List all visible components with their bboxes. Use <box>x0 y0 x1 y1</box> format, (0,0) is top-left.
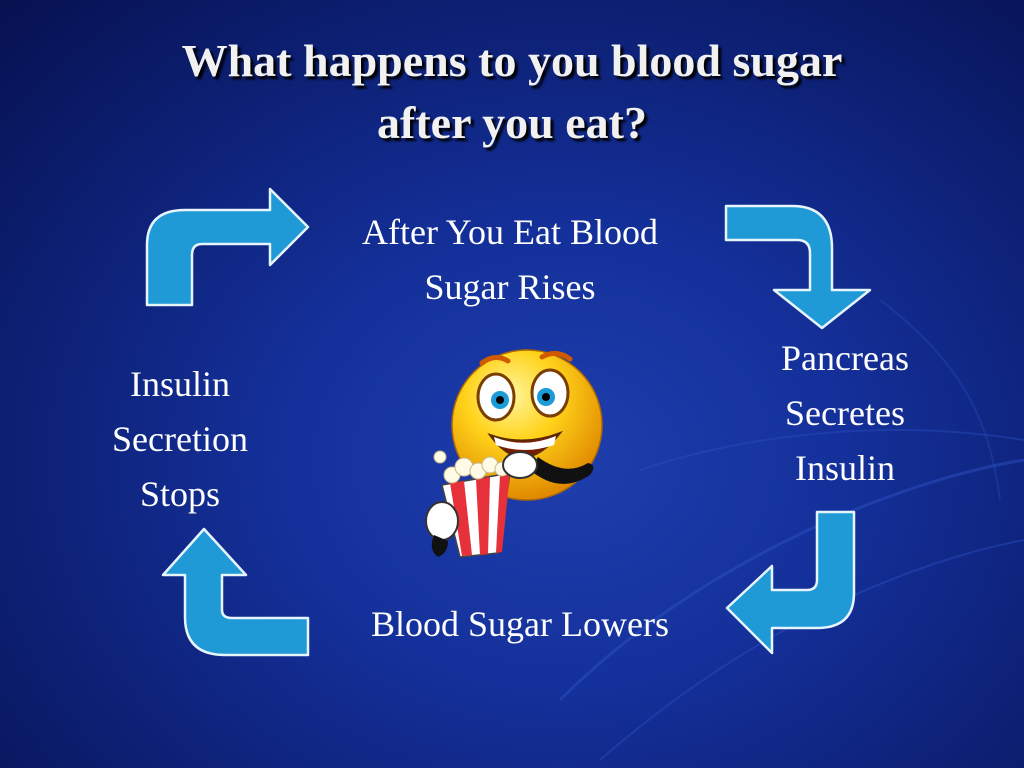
curved-arrow-left-up-icon <box>161 527 310 657</box>
cycle-step-top-line-1: After You Eat Blood <box>362 212 658 252</box>
slide-title-line-2: after you eat? <box>377 97 647 148</box>
cycle-step-pancreas-secretes-insulin: Pancreas Secretes Insulin <box>735 331 955 496</box>
cycle-step-insulin-secretion-stops: Insulin Secretion Stops <box>70 357 290 522</box>
cycle-step-right-line-1: Pancreas <box>781 338 909 378</box>
curved-arrow-down-left-icon <box>725 510 856 655</box>
cycle-step-left-line-3: Stops <box>139 474 221 514</box>
cycle-step-right-line-2: Secretes <box>785 393 905 433</box>
cycle-step-top-line-2: Sugar Rises <box>424 267 596 307</box>
smiley-eating-popcorn-icon <box>425 349 603 558</box>
cycle-step-blood-sugar-rises: After You Eat Blood Sugar Rises <box>310 205 710 315</box>
cycle-step-left-line-1: Insulin <box>129 364 230 404</box>
cycle-step-bottom-line-1: Blood Sugar Lowers <box>371 604 669 644</box>
curved-arrow-right-down-icon <box>724 204 872 330</box>
curved-arrow-up-right-icon <box>145 187 310 307</box>
cycle-step-left-line-2: Secretion <box>112 419 248 459</box>
slide-title-line-1: What happens to you blood sugar <box>181 35 843 86</box>
cycle-step-blood-sugar-lowers: Blood Sugar Lowers <box>320 597 720 652</box>
slide-title: What happens to you blood sugar after yo… <box>0 30 1024 154</box>
cycle-step-right-line-3: Insulin <box>794 448 895 488</box>
